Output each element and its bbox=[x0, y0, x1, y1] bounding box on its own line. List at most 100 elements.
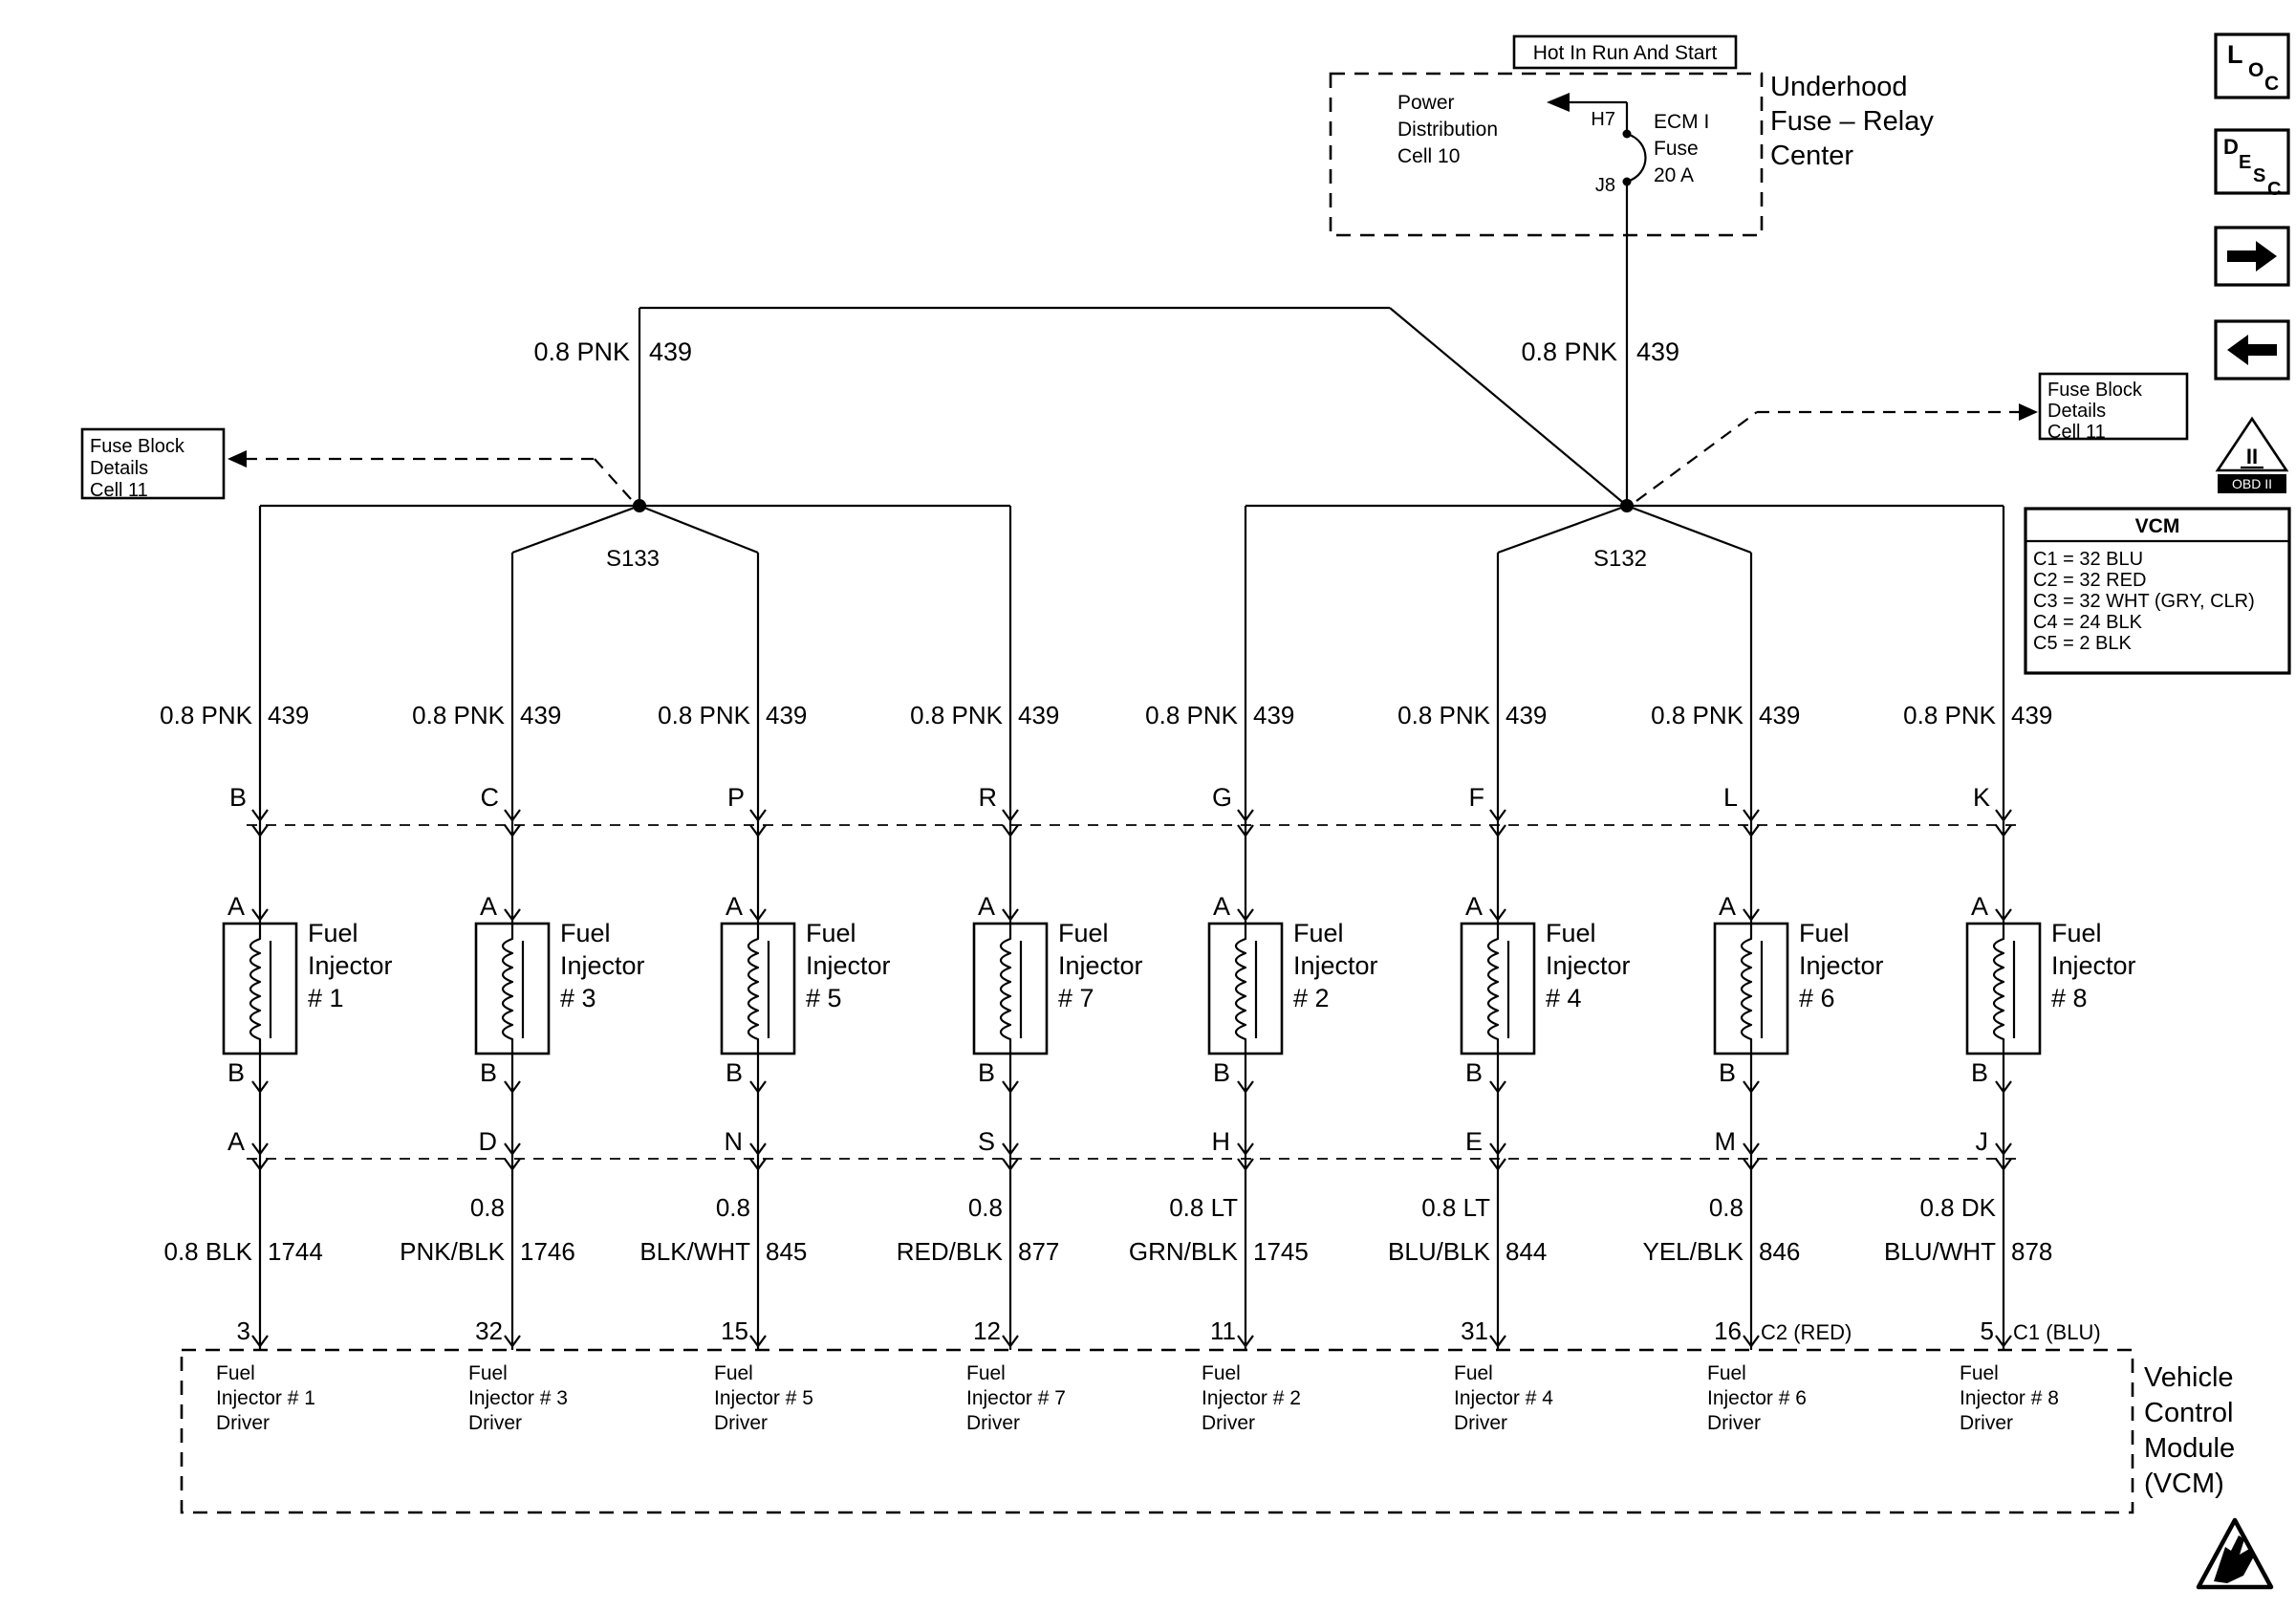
connector-terminal-label: J bbox=[1976, 1127, 1989, 1156]
vcm-driver-line: Injector # 6 bbox=[1707, 1387, 1807, 1409]
fuse-terminal-dot bbox=[1622, 129, 1632, 139]
feed-wire-gauge-label: 0.8 PNK bbox=[1521, 337, 1617, 366]
connector-arrow-icon bbox=[1743, 824, 1760, 838]
injector-coil-icon bbox=[999, 924, 1012, 1054]
fuse-block-note-right[interactable]: Fuse Block Details Cell 11 bbox=[1635, 372, 2189, 502]
feed-wire-gauge-label: 0.8 PNK bbox=[533, 337, 630, 366]
connector-arrow-icon bbox=[1002, 824, 1019, 838]
connector-arrow-icon bbox=[504, 1080, 521, 1094]
feed-wire-circuit-label: 439 bbox=[649, 337, 692, 366]
injector-coil-icon bbox=[501, 924, 514, 1054]
wire-gauge-label: 0.8 DK bbox=[1920, 1193, 1997, 1222]
wire-circuit-label: 1746 bbox=[520, 1237, 575, 1266]
wire-gauge-label: 0.8 PNK bbox=[1903, 701, 1996, 729]
connector-arrow-icon bbox=[1995, 1335, 2012, 1348]
loc-letter: O bbox=[2248, 59, 2264, 81]
connector-terminal-label: S bbox=[978, 1127, 995, 1156]
fuse-note-line: Fuse Block bbox=[2047, 380, 2143, 401]
wire-gauge-label: BLK/WHT bbox=[639, 1237, 750, 1266]
connector-arrow-icon bbox=[1995, 1080, 2012, 1094]
desc-letter: S bbox=[2253, 165, 2265, 186]
injector-coil-icon bbox=[1992, 924, 2005, 1054]
injector-terminal-label: B bbox=[1213, 1058, 1230, 1087]
injector-name-line: Injector bbox=[308, 951, 393, 980]
desc-button[interactable]: D E S C bbox=[2214, 128, 2290, 200]
legend-row: C3 = 32 WHT (GRY, CLR) bbox=[2033, 591, 2255, 612]
wire-circuit-label: 844 bbox=[1505, 1237, 1547, 1266]
legend-title: VCM bbox=[2135, 515, 2180, 537]
connector-arrow-icon bbox=[1489, 809, 1506, 822]
connector-terminal-label: E bbox=[1465, 1127, 1483, 1156]
legend-row: C4 = 24 BLK bbox=[2033, 612, 2143, 633]
connector-arrow-icon bbox=[251, 824, 269, 838]
fuse-block-note-left[interactable]: Fuse Block Details Cell 11 bbox=[80, 427, 632, 501]
wire-gauge-label: 0.8 PNK bbox=[910, 701, 1003, 729]
power-distribution-line: Cell 10 bbox=[1397, 145, 1460, 167]
connector-arrow-icon bbox=[504, 824, 521, 838]
connector-arrow-icon bbox=[1489, 1080, 1506, 1094]
underhood-name-line: Fuse – Relay bbox=[1770, 106, 1934, 137]
injector-terminal-label: B bbox=[227, 1058, 245, 1087]
fuel-injector-symbol bbox=[474, 922, 551, 1055]
connector-terminal-label: M bbox=[1715, 1127, 1737, 1156]
injector-name-line: Fuel bbox=[1546, 919, 1596, 947]
connector-terminal-label: H bbox=[1212, 1127, 1231, 1156]
vcm-driver-line: Injector # 8 bbox=[1960, 1387, 2059, 1409]
connector-arrow-icon bbox=[251, 1080, 269, 1094]
fuse-note-line: Details bbox=[90, 458, 148, 479]
wire-circuit-label: 439 bbox=[1253, 701, 1294, 729]
loc-button-box[interactable] bbox=[2214, 33, 2290, 99]
wire-gauge-label: 0.8 PNK bbox=[412, 701, 505, 729]
vcm-name-line: Module bbox=[2144, 1433, 2235, 1464]
fuse-note-box[interactable] bbox=[2038, 372, 2189, 441]
wire-circuit-label: 846 bbox=[1759, 1237, 1800, 1266]
next-page-button[interactable] bbox=[2214, 226, 2290, 287]
loc-button[interactable]: L O C bbox=[2214, 33, 2290, 99]
splice-s132-dot bbox=[1620, 499, 1634, 512]
connector-arrow-icon bbox=[749, 824, 767, 838]
connector-arrow-icon bbox=[504, 1142, 521, 1156]
connector-arrow-icon bbox=[1743, 1080, 1760, 1094]
obd2-badge[interactable]: II OBD II bbox=[2215, 416, 2289, 493]
wire-circuit-label: 877 bbox=[1018, 1237, 1059, 1266]
connector-arrow-icon bbox=[749, 1158, 767, 1171]
injector-coil-icon bbox=[747, 924, 760, 1054]
connector-arrow-icon bbox=[251, 1142, 269, 1156]
connector-arrow-icon bbox=[1743, 1142, 1760, 1156]
wire-circuit-label: 878 bbox=[2011, 1237, 2052, 1266]
obd2-label-bar bbox=[2218, 474, 2286, 493]
connector-terminal-label: B bbox=[229, 783, 247, 812]
legend-box bbox=[2024, 507, 2291, 675]
connector-terminal-label: L bbox=[1723, 783, 1738, 812]
vcm-driver-line: Fuel bbox=[714, 1362, 753, 1384]
previous-page-button[interactable] bbox=[2214, 319, 2290, 381]
desc-button-box[interactable] bbox=[2214, 128, 2290, 195]
fuel-injector-symbol bbox=[972, 922, 1049, 1055]
injector-name-line: Fuel bbox=[806, 919, 856, 947]
connector-arrow-icon bbox=[1743, 1158, 1760, 1171]
ecm-fuse-line: 20 A bbox=[1654, 164, 1694, 186]
connector-arrow-icon bbox=[1002, 1080, 1019, 1094]
wire-gauge-label: 0.8 PNK bbox=[1145, 701, 1238, 729]
connector-terminal-label: D bbox=[479, 1127, 498, 1156]
injector-name-line: Fuel bbox=[560, 919, 611, 947]
injector-terminal-label: A bbox=[1213, 892, 1230, 921]
desc-letter: D bbox=[2223, 135, 2239, 159]
injector-name-line: Fuel bbox=[1799, 919, 1850, 947]
injector-name-line: # 8 bbox=[2051, 984, 2088, 1012]
wire-circuit-label: 1745 bbox=[1253, 1237, 1309, 1266]
injector-coil-icon bbox=[1486, 924, 1500, 1054]
desc-letter: C bbox=[2267, 179, 2281, 200]
wire-gauge-label: 0.8 bbox=[716, 1193, 750, 1222]
fuse-note-box[interactable] bbox=[80, 427, 226, 500]
wire-circuit-label: 845 bbox=[766, 1237, 807, 1266]
hot-in-run-tag-box bbox=[1512, 34, 1738, 70]
injector-name-line: # 4 bbox=[1546, 984, 1582, 1012]
connector-arrow-icon bbox=[1743, 908, 1760, 922]
fuse-note-line: Cell 11 bbox=[2047, 422, 2106, 443]
feed-wire-circuit-label: 439 bbox=[1636, 337, 1679, 366]
